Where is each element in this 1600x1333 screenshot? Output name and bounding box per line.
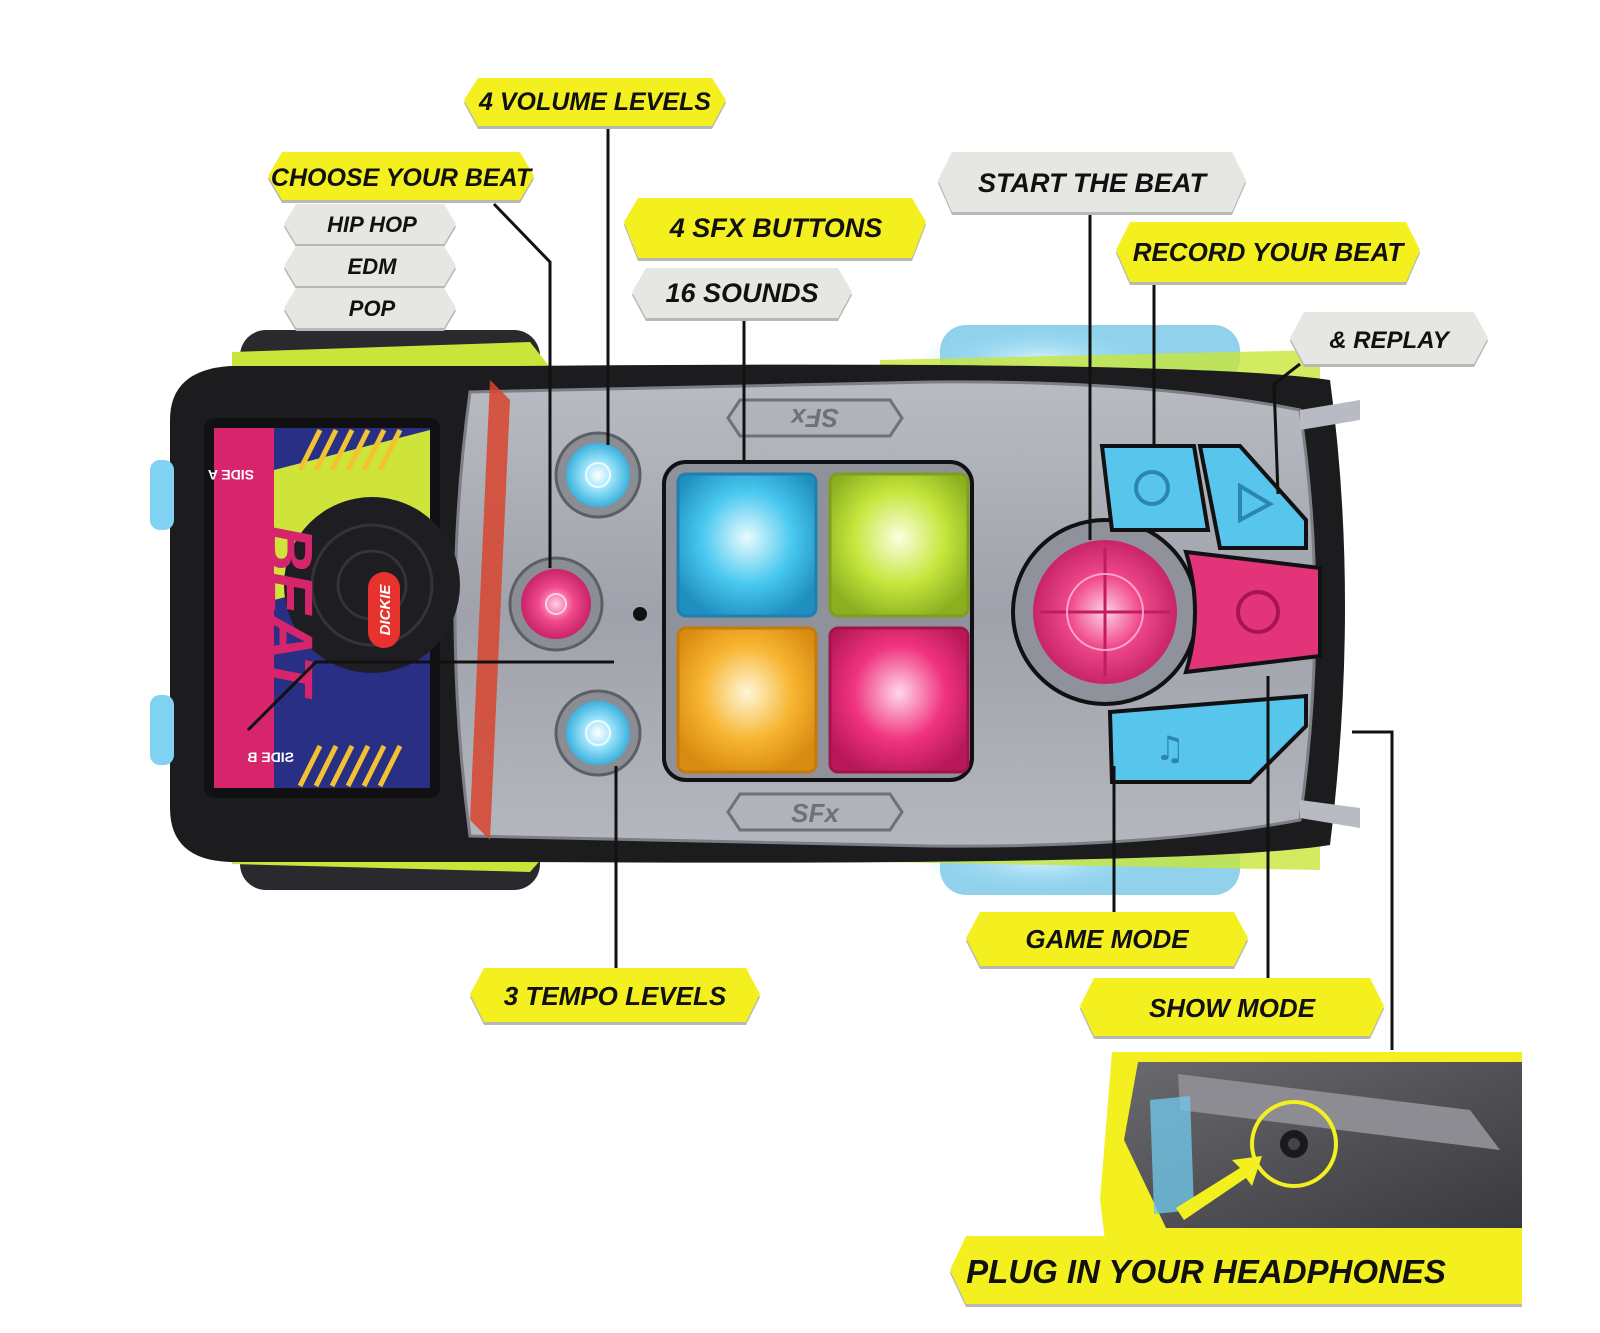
choose-beat-button[interactable] [508, 556, 604, 652]
sfx-plate-bottom: SFx [726, 792, 904, 832]
label-sounds-text: 16 SOUNDS [665, 278, 818, 308]
label-pop-text: POP [349, 296, 396, 321]
start-beat-button[interactable] [1011, 518, 1199, 706]
label-show-mode: SHOW MODE [1080, 978, 1384, 1039]
sfx-pad-orange[interactable] [676, 626, 818, 774]
label-tempo-levels-text: 3 TEMPO LEVELS [504, 981, 727, 1011]
label-replay: & REPLAY [1290, 312, 1488, 367]
label-choose-beat: CHOOSE YOUR BEAT [268, 152, 534, 203]
beat-screen: DICKIE BEAT SIDE A SIDE B [204, 418, 460, 798]
leader-choose-beat-screen [246, 660, 614, 732]
jack-highlight-circle [1250, 1100, 1338, 1188]
label-hip-hop-text: HIP HOP [327, 212, 417, 237]
headlight-top [150, 460, 174, 530]
red-stripe [470, 380, 510, 840]
record-icon [1134, 470, 1170, 506]
inset-spoiler [1178, 1074, 1500, 1150]
label-record-beat-text: RECORD YOUR BEAT [1133, 237, 1406, 267]
beat-screen-title: BEAT [254, 525, 326, 699]
sfx-bottom-text: SFx [791, 798, 840, 828]
music-note-icon: ♫ [1155, 729, 1185, 769]
tempo-button[interactable] [554, 689, 642, 777]
label-headphones: PLUG IN YOUR HEADPHONES [950, 1236, 1522, 1307]
label-show-mode-text: SHOW MODE [1149, 993, 1316, 1023]
brand-logo [368, 572, 400, 648]
label-sfx-buttons-text: 4 SFX BUTTONS [669, 213, 883, 243]
label-headphones-text: PLUG IN YOUR HEADPHONES [966, 1253, 1446, 1290]
sfx-plate-top: SFx [726, 398, 904, 438]
show-mode-icon [1236, 590, 1280, 634]
label-choose-beat-text: CHOOSE YOUR BEAT [271, 164, 534, 192]
brand-text: DICKIE [377, 584, 394, 636]
replay-button[interactable] [1197, 444, 1308, 550]
volume-button[interactable] [554, 431, 642, 519]
record-button[interactable] [1099, 444, 1211, 532]
label-edm: EDM [284, 246, 456, 289]
side-b-text: SIDE B [247, 749, 294, 765]
label-sounds: 16 SOUNDS [632, 268, 852, 321]
sfx-pad-blue[interactable] [676, 472, 818, 618]
show-mode-button[interactable] [1183, 549, 1322, 675]
spoiler-top [1300, 400, 1360, 430]
sfx-pad-pink[interactable] [828, 626, 970, 774]
label-edm-text: EDM [348, 254, 398, 279]
inset-blue-light [1150, 1096, 1194, 1214]
label-start-beat-text: START THE BEAT [978, 168, 1209, 198]
mic-hole [633, 607, 647, 621]
label-sfx-buttons: 4 SFX BUTTONS [624, 198, 926, 261]
leader-lines [246, 124, 1394, 1050]
label-pop: POP [284, 288, 456, 331]
label-game-mode: GAME MODE [966, 912, 1248, 969]
label-start-beat: START THE BEAT [938, 152, 1246, 215]
sfx-top-text: SFx [790, 403, 839, 433]
play-icon [1238, 482, 1275, 524]
label-replay-text: & REPLAY [1329, 327, 1451, 354]
side-a-text: SIDE A [208, 467, 254, 483]
leader-choose-beat [492, 202, 552, 568]
label-game-mode-text: GAME MODE [1025, 924, 1189, 954]
headlight-bottom [150, 695, 174, 765]
arrow-icon [1176, 1156, 1262, 1220]
spoiler-bottom [1300, 800, 1360, 828]
headphone-jack-core [1288, 1138, 1300, 1150]
label-volume-text: 4 VOLUME LEVELS [478, 88, 711, 116]
label-tempo-levels: 3 TEMPO LEVELS [470, 968, 760, 1025]
label-volume-levels: 4 VOLUME LEVELS [464, 78, 726, 129]
sfx-pad-green[interactable] [828, 472, 970, 618]
game-mode-button[interactable] [1107, 693, 1308, 784]
headphone-jack-inset [1100, 1052, 1522, 1296]
label-hip-hop: HIP HOP [284, 204, 456, 247]
leader-replay [1272, 362, 1301, 495]
dj-car: DICKIE BEAT SIDE A SIDE B [150, 324, 1360, 896]
label-record-beat: RECORD YOUR BEAT [1116, 222, 1420, 285]
leader-headphones [1352, 730, 1394, 1050]
